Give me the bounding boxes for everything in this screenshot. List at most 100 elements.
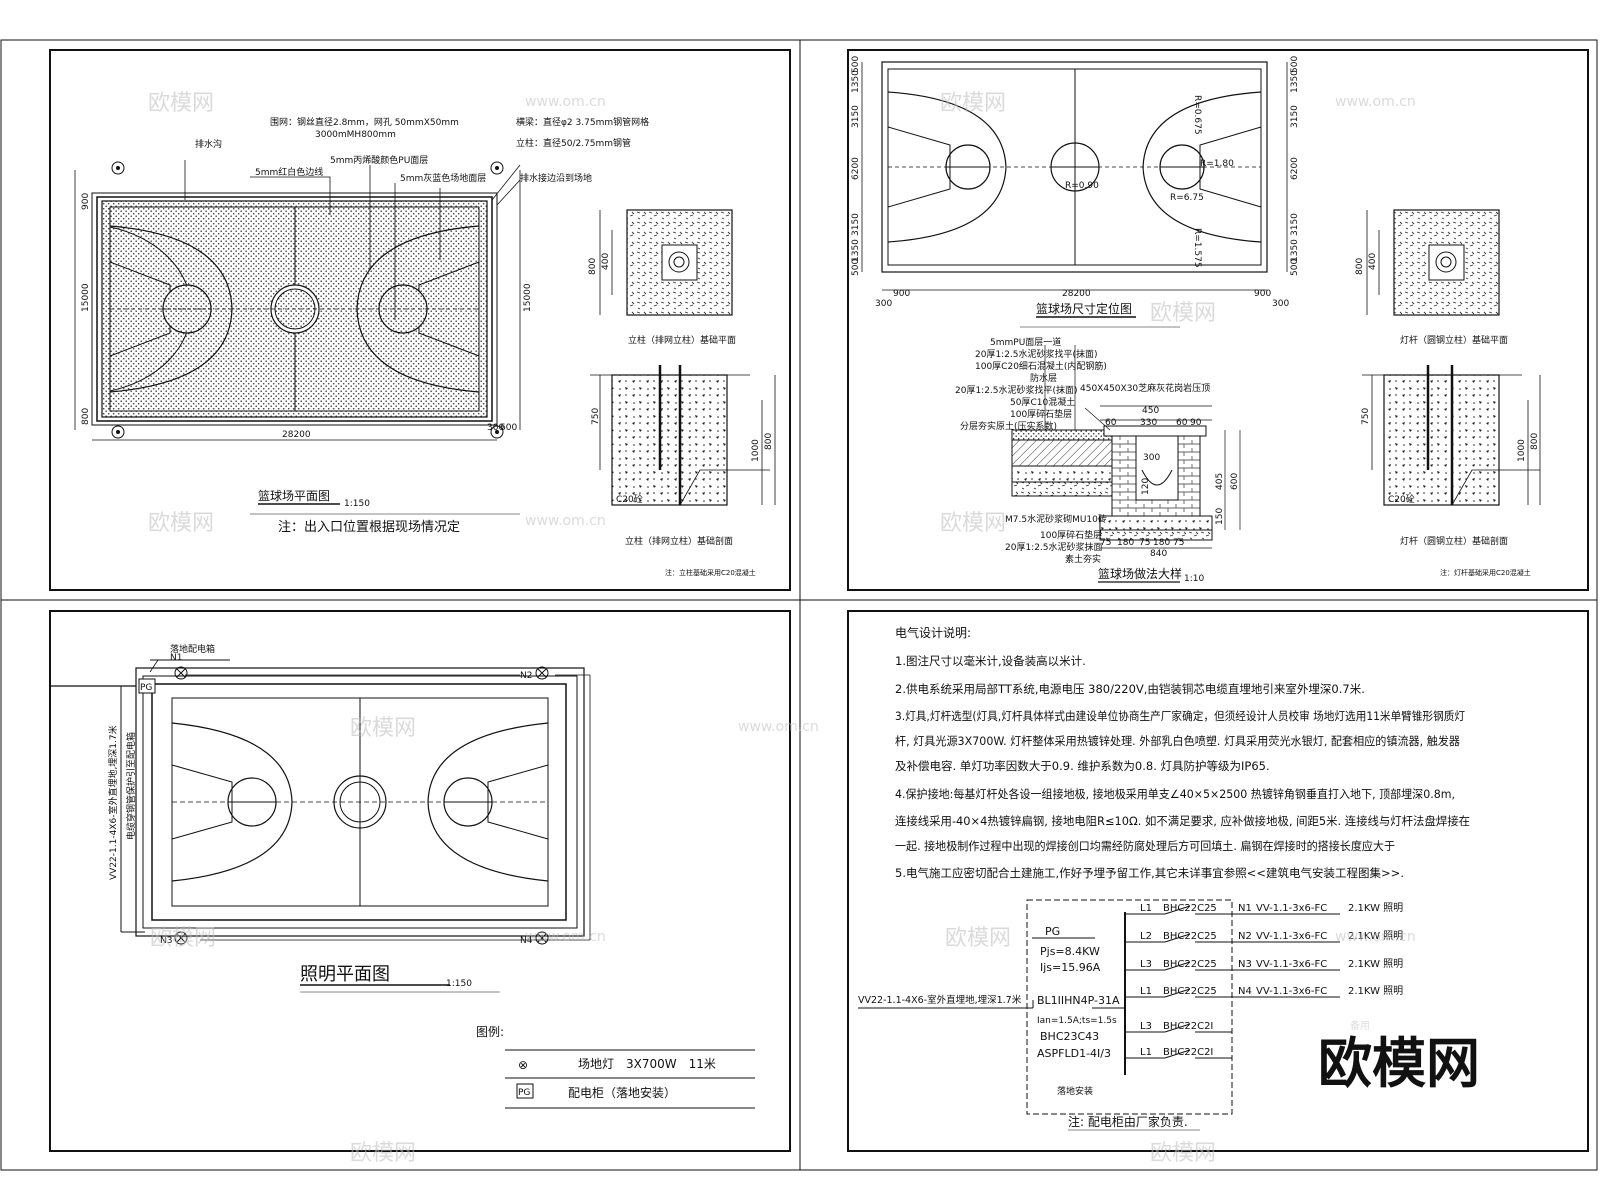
court-plan-note: 注：出入口位置根据现场情况定	[278, 520, 460, 535]
tr-radius-1: R=0.675	[1192, 95, 1202, 135]
svg-text:欧模网: 欧模网	[1318, 1032, 1480, 1095]
svg-text:VV-1.1-3x6-FC: VV-1.1-3x6-FC	[1256, 959, 1327, 970]
svg-text:900: 900	[893, 289, 910, 299]
tr-detail1-caption: 灯杆（圆钢立柱）基础平面	[1400, 334, 1508, 346]
svg-text:一起. 接地极制作过程中出现的焊接创口均需经防腐处理后方可回: 一起. 接地极制作过程中出现的焊接创口均需经防腐处理后方可回填土. 扁钢在焊接时…	[895, 839, 1395, 853]
svg-text:L2: L2	[1140, 931, 1152, 942]
tl-detail2-a: 750	[591, 408, 601, 425]
svg-text:2.1KW 照明: 2.1KW 照明	[1348, 930, 1403, 942]
callout-beam: 横梁：直径φ2 3.75mm钢管网格	[516, 116, 649, 128]
svg-text:杆, 灯具光源3X700W. 灯杆整体采用热镀锌处理. 外部: 杆, 灯具光源3X700W. 灯杆整体采用热镀锌处理. 外部乳白色喷塑. 灯具采…	[895, 734, 1460, 748]
svg-text:1350: 1350	[851, 239, 861, 262]
svg-text:2.1KW 照明: 2.1KW 照明	[1348, 985, 1403, 997]
lamp-n2: N2	[520, 671, 532, 681]
court-dim-title: 篮球场尺寸定位图	[1036, 301, 1132, 316]
callout-fence: 围网：钢丝直径2.8mm，网孔 50mmX50mm	[270, 116, 459, 128]
legend-title: 图例:	[476, 1025, 504, 1039]
single-line-diagram	[858, 899, 1340, 1131]
tr-bottom-dims: 300 900 28200 900 300	[875, 289, 1289, 309]
svg-text:www.om.cn: www.om.cn	[525, 929, 606, 945]
cable-label: VV22-1.1-4X6-室外直埋地,埋深1.7米	[107, 725, 119, 880]
section-scale: 1:10	[1184, 574, 1204, 584]
panel-court-plan	[74, 160, 521, 515]
svg-text:75: 75	[1100, 538, 1111, 548]
svg-text:150: 150	[1215, 508, 1225, 525]
svg-text:60: 60	[1176, 418, 1188, 428]
pg-cabinet-icon	[138, 678, 156, 694]
section-dims: 450 60 330 60 90 300 120 405 600 150 75 …	[1100, 406, 1240, 559]
svg-text:2.1KW 照明: 2.1KW 照明	[1348, 958, 1403, 970]
sheet-frame	[0, 39, 1598, 1171]
pg-symbol: PG	[140, 683, 152, 693]
svg-text:300: 300	[1143, 453, 1160, 463]
legend-lamp-text: 场地灯 3X700W 11米	[578, 1057, 716, 1071]
svg-text:欧模网: 欧模网	[350, 716, 416, 741]
svg-text:300: 300	[875, 299, 892, 309]
svg-text:405: 405	[1215, 473, 1225, 490]
svg-text:L3: L3	[1140, 1021, 1152, 1032]
lamp-n1: N1	[170, 653, 182, 663]
tl-detail1-caption: 立柱（排网立柱）基础平面	[628, 334, 736, 346]
svg-text:L1: L1	[1140, 986, 1152, 997]
svg-text:1350: 1350	[851, 70, 861, 93]
svg-text:60: 60	[1105, 418, 1117, 428]
cabinet-info: PG Pjs=8.4KW Ijs=15.96A BL1IIHN4P-31A Ia…	[858, 925, 1120, 1097]
svg-text:500: 500	[1290, 259, 1300, 276]
tr-detail1-outer: 800	[1355, 258, 1365, 275]
dim-edge-c: 300	[487, 423, 504, 433]
lighting-plan-scale: 1:150	[446, 979, 472, 989]
svg-text:www.om.cn: www.om.cn	[738, 719, 819, 735]
svg-text:N1: N1	[1238, 903, 1252, 914]
floodlight-icon	[174, 666, 549, 945]
svg-text:防水层: 防水层	[1030, 372, 1057, 384]
dim-width-left: 15000	[81, 283, 91, 312]
svg-text:180: 180	[1153, 538, 1170, 548]
svg-text:VV-1.1-3x6-FC: VV-1.1-3x6-FC	[1256, 931, 1327, 942]
tr-detail1-inner: 400	[1368, 253, 1378, 270]
svg-text:120: 120	[1141, 478, 1151, 495]
dim-edge-d: 600	[500, 423, 517, 433]
svg-text:3150: 3150	[1290, 105, 1300, 128]
circuit-table: L1 BHC22C25 N1 VV-1.1-3x6-FC 2.1KW 照明 L2…	[1140, 902, 1403, 1058]
tl-detail2-label: C20砼	[616, 493, 643, 505]
svg-text:www.om.cn: www.om.cn	[1335, 929, 1416, 945]
callout-drainage: 排水接边沿到场地	[520, 172, 592, 184]
panel-lighting-plan	[50, 659, 591, 993]
dim-length: 28200	[282, 430, 311, 440]
svg-text:600: 600	[1230, 473, 1240, 490]
svg-text:840: 840	[1150, 549, 1167, 559]
svg-text:28200: 28200	[1062, 289, 1091, 299]
svg-text:1.图注尺寸以毫米计,设备装高以米计.: 1.图注尺寸以毫米计,设备装高以米计.	[895, 654, 1086, 668]
dim-edge-b: 800	[81, 408, 91, 425]
tr-left-dims: 500 1350 3150 6200 3150 1350 500	[851, 56, 861, 276]
tr-radius-5: R=6.75	[1170, 193, 1204, 203]
svg-text:100厚碎石垫层: 100厚碎石垫层	[1010, 408, 1072, 420]
svg-text:素土夯实: 素土夯实	[1065, 553, 1101, 565]
svg-text:PG: PG	[1045, 925, 1060, 938]
svg-text:500: 500	[851, 56, 861, 73]
svg-text:欧模网: 欧模网	[940, 511, 1006, 536]
tr-footer-note: 注：灯杆基础采用C20混凝土	[1440, 568, 1531, 577]
section-lower-labels: M7.5水泥砂浆砌MU10砖 100厚碎石垫层 20厚1:2.5水泥砂浆抹面 素…	[1005, 513, 1107, 565]
svg-text:ASPFLD1-4I/3: ASPFLD1-4I/3	[1037, 1047, 1111, 1060]
svg-text:3150: 3150	[851, 213, 861, 236]
post-footing-section	[590, 365, 776, 506]
corner-logo: 欧模网	[1300, 1018, 1512, 1098]
elec-footer-note: 注: 配电柜由厂家负责.	[1068, 1114, 1188, 1129]
svg-text:500: 500	[1290, 56, 1300, 73]
svg-text:www.om.cn: www.om.cn	[1335, 94, 1416, 110]
callout-surface: 5mm灰蓝色场地面层	[400, 172, 486, 184]
svg-text:5mmPU面层一道: 5mmPU面层一道	[990, 336, 1061, 348]
svg-text:Pjs=8.4KW: Pjs=8.4KW	[1040, 945, 1100, 958]
svg-text:BHC22C25: BHC22C25	[1163, 986, 1217, 997]
svg-text:Ijs=15.96A: Ijs=15.96A	[1040, 961, 1101, 974]
svg-text:75: 75	[1173, 538, 1184, 548]
svg-text:VV-1.1-3x6-FC: VV-1.1-3x6-FC	[1256, 903, 1327, 914]
svg-text:100厚C20细石混凝土(内配钢筋): 100厚C20细石混凝土(内配钢筋)	[975, 360, 1107, 372]
court-section-detail	[1011, 345, 1241, 583]
svg-text:BHC22C25: BHC22C25	[1163, 931, 1217, 942]
legend-pg-symbol: PG	[518, 1088, 530, 1098]
svg-text:BHC23C43: BHC23C43	[1040, 1030, 1099, 1043]
svg-text:2.1KW 照明: 2.1KW 照明	[1348, 902, 1403, 914]
legend	[505, 1049, 755, 1109]
